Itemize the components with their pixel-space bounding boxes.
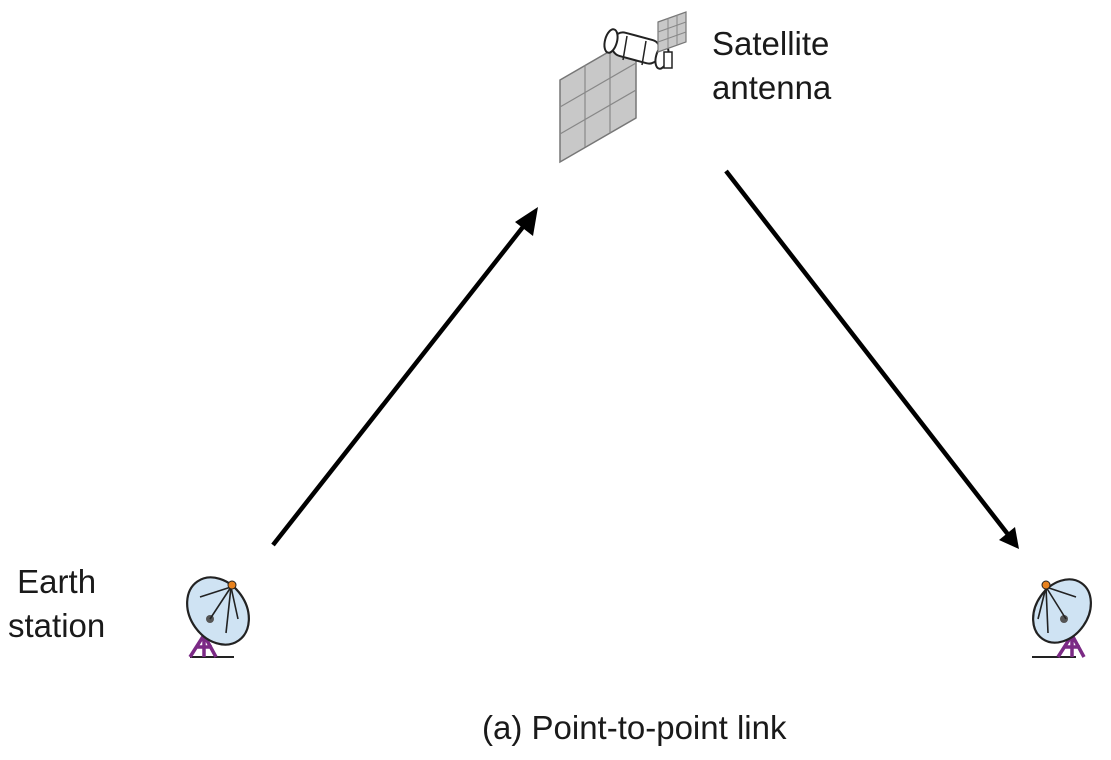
solar-panel-small — [657, 11, 687, 53]
earth-label-line2: station — [8, 607, 106, 644]
earth-label-line1: Earth — [17, 563, 97, 600]
dish-antenna-icon — [1032, 578, 1092, 658]
uplink-arrow — [271, 207, 538, 547]
satellite-label-line1: Satellite — [712, 25, 830, 62]
diagram-caption: (a) Point-to-point link — [482, 709, 787, 746]
satellite-antenna-label: Satellite antenna — [712, 22, 831, 110]
satellite-label-line2: antenna — [712, 69, 832, 106]
dish-antenna-icon — [186, 576, 250, 658]
downlink-arrow — [724, 169, 1019, 549]
satellite-icon — [559, 11, 687, 164]
satellite-body — [603, 28, 673, 70]
earth-station-label: Earth station — [8, 560, 105, 648]
